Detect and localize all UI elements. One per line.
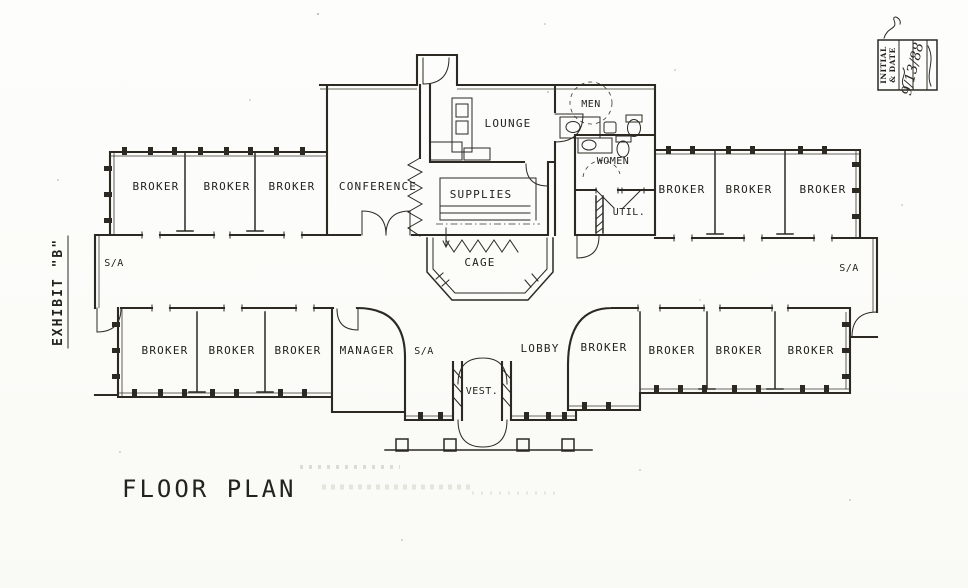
exterior-walls [93,53,879,422]
room-label-men: MEN [581,99,601,110]
room-label-conference: CONFERENCE [339,180,417,193]
room-label-broker-br-4: BROKER [788,344,835,357]
room-label-broker-br-1: BROKER [581,341,628,354]
room-label-vest: VEST. [466,386,499,397]
supplies-shelving [436,177,540,225]
room-label-broker-br-3: BROKER [716,344,763,357]
paper-specks [57,13,903,541]
door-swings [96,57,878,448]
folding-partitions [406,157,519,253]
entry-porch [384,438,593,452]
lounge-fixtures [429,97,491,161]
room-label-cage: CAGE [464,256,495,269]
room-label-broker-tr-2: BROKER [726,183,773,196]
womens-restroom-fixtures [577,135,632,178]
room-label-broker-tl-1: BROKER [133,180,180,193]
wall-inner-lines [98,88,874,417]
room-label-lounge: LOUNGE [485,117,532,130]
room-label-sa-left: S/A [104,258,124,269]
interior-partitions [176,149,794,411]
door-jambs [141,231,833,312]
room-label-broker-tl-2: BROKER [204,180,251,193]
stamp-handwriting-squiggle [883,16,932,89]
room-label-util: UTIL. [613,207,646,218]
room-labels: BROKER BROKER BROKER CONFERENCE LOUNGE S… [104,99,859,397]
room-label-broker-tr-3: BROKER [800,183,847,196]
cage-counter [426,237,554,301]
stamp-label-line1: INITIAL [879,46,888,84]
room-label-broker-tr-1: BROKER [659,183,706,196]
room-label-broker-bl-3: BROKER [275,344,322,357]
room-label-manager: MANAGER [340,344,395,357]
room-label-broker-br-2: BROKER [649,344,696,357]
erased-text-smudge [300,465,562,495]
room-label-supplies: SUPPLIES [450,188,513,201]
exhibit-label: EXHIBIT "B" [51,235,69,349]
sheet-title: FLOOR PLAN [122,475,297,503]
mens-restroom-fixtures [559,81,643,139]
room-label-lobby: LOBBY [520,342,559,355]
room-label-broker-bl-2: BROKER [209,344,256,357]
room-label-sa-bottom: S/A [414,346,434,357]
room-label-broker-bl-1: BROKER [142,344,189,357]
initial-date-stamp: INITIAL & DATE 9/13/88 [877,16,938,97]
room-label-sa-right: S/A [839,263,859,274]
room-label-broker-tl-3: BROKER [269,180,316,193]
svg-text:EXHIBIT "B": EXHIBIT "B" [51,238,66,346]
room-label-women: WOMEN [597,156,630,167]
stamp-label-line2: & DATE [888,47,897,83]
